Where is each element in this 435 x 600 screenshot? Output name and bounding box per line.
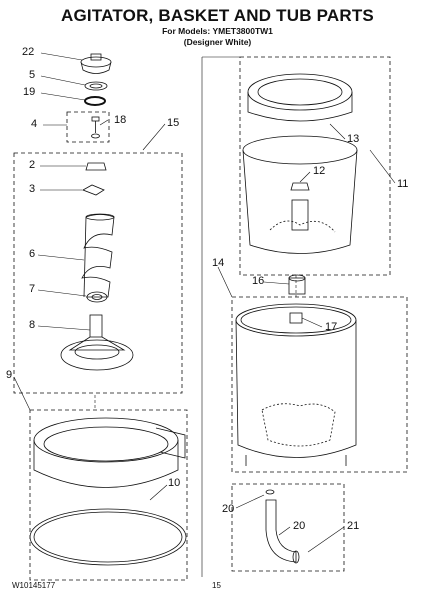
bearing-part [86,291,108,303]
callout-17: 17 [325,321,338,333]
leader-lines [13,52,396,553]
group-boxes [13,56,408,581]
seal-part [84,81,108,91]
document-number: W10145177 [12,581,56,590]
nut-part [85,162,107,171]
ring-seal-part [29,508,187,566]
callout-2: 2 [29,159,36,171]
drive-hub-part [288,274,306,295]
balance-ring-part [33,417,186,488]
callout-11: 11 [397,178,409,190]
auger-part [81,213,115,298]
callout-12: 12 [313,165,326,177]
group-box-15 [13,152,183,394]
clip-part [82,184,105,196]
o-ring-part [84,96,106,106]
callout-9: 9 [6,369,13,381]
callout-21: 21 [347,520,360,532]
callout-20-upper: 20 [222,503,235,515]
callout-10: 10 [168,477,181,489]
callout-19: 19 [23,86,36,98]
callout-14: 14 [212,257,225,269]
callout-6: 6 [29,248,36,260]
bolt-part [91,116,100,139]
group-box-11 [239,56,391,276]
callout-16: 16 [252,275,265,287]
callout-22: 22 [22,46,35,58]
drain-hose-part [265,489,300,564]
basket-nut-part [290,182,310,191]
variant-line: (Designer White) [183,37,252,47]
callout-15: 15 [167,117,180,129]
agitator-cap-part [80,53,112,74]
callout-18: 18 [114,114,127,126]
group-box-21 [231,483,345,572]
callout-3: 3 [29,183,36,195]
model-line: For Models: YMET3800TW1 [162,26,273,36]
callout-5: 5 [29,69,36,81]
callout-8: 8 [29,319,36,331]
diagram-title: AGITATOR, BASKET AND TUB PARTS [61,6,374,25]
callout-20-lower: 20 [293,520,306,532]
wash-basket-part [242,73,358,254]
group-box-9 [29,409,188,581]
group-box-4 [66,111,110,143]
page-number: 15 [212,581,221,590]
outer-tub-part [235,303,357,466]
callout-7: 7 [29,283,36,295]
group-box-14 [231,296,408,473]
callout-4: 4 [31,118,38,130]
agitator-base-part [60,314,134,371]
callout-13: 13 [347,133,360,145]
